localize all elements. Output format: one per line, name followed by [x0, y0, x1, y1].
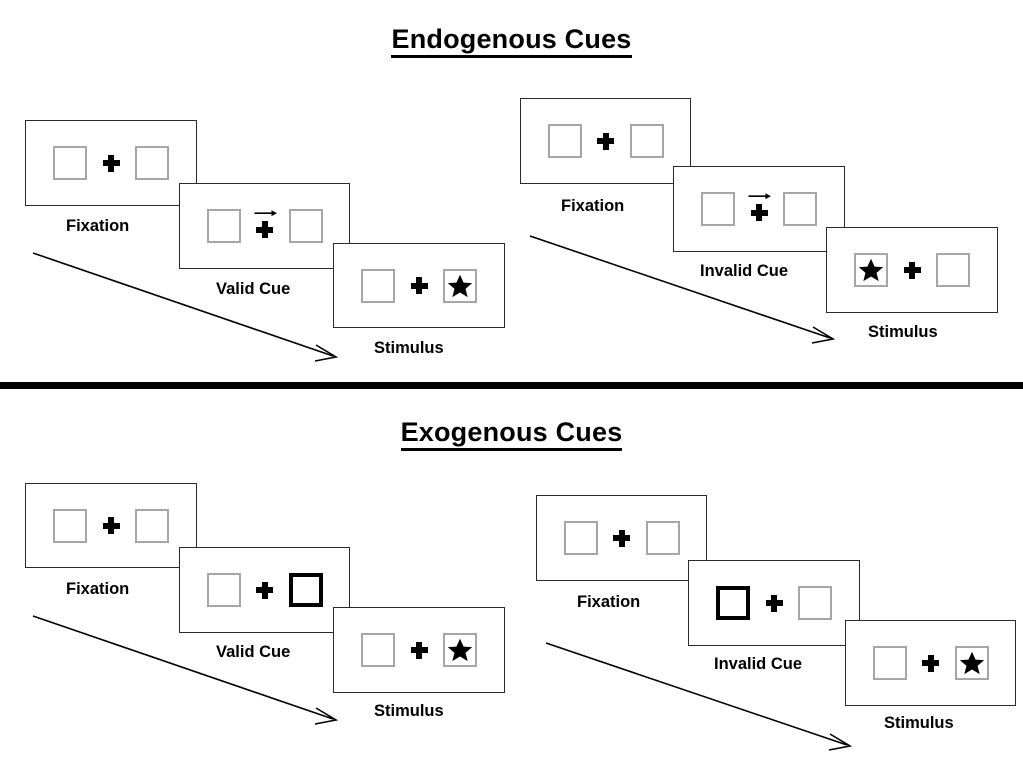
screen-content — [521, 99, 690, 183]
stage-label-endogenous-valid-cue: Valid Cue — [216, 280, 291, 298]
plus-cross-icon — [102, 154, 120, 172]
section-divider — [0, 382, 1023, 389]
plus-cross-icon — [410, 641, 428, 659]
stage-label-exogenous-valid-cue: Valid Cue — [216, 643, 291, 661]
stage-label-exogenous-invalid-stimulus: Stimulus — [884, 714, 954, 732]
fixation-slot — [612, 521, 632, 555]
placeholder-box-left — [206, 209, 241, 243]
fixation-slot — [255, 573, 275, 607]
placeholder-box-left — [872, 646, 907, 680]
fixation-slot — [748, 192, 771, 226]
screen-content — [180, 184, 349, 268]
fixation-slot — [409, 633, 429, 667]
placeholder-box-left — [361, 633, 395, 667]
screen-endogenous-valid-fixation[interactable] — [25, 120, 197, 206]
placeholder-box-left — [361, 268, 395, 303]
placeholder-box-left-with-star — [854, 253, 888, 287]
star-icon — [959, 651, 984, 675]
fixation-slot — [253, 209, 277, 243]
placeholder-box-right — [936, 253, 970, 287]
screen-endogenous-valid-stimulus[interactable] — [333, 243, 505, 328]
stage-label-exogenous-invalid-cue: Invalid Cue — [714, 655, 803, 673]
plus-cross-icon — [750, 204, 768, 221]
fixation-slot — [409, 269, 429, 303]
stage-label-endogenous-valid-fixation: Fixation — [66, 217, 130, 235]
arrow-right-icon — [253, 210, 277, 217]
placeholder-box-left — [53, 508, 87, 543]
section-title-exogenous: Exogenous Cues — [0, 417, 1023, 451]
screen-exogenous-valid-cue[interactable] — [179, 547, 350, 633]
fixation-slot — [921, 646, 941, 680]
fixation-slot — [101, 509, 121, 543]
section-title-endogenous: Endogenous Cues — [0, 24, 1023, 58]
placeholder-box-right-with-star — [443, 633, 477, 667]
diagonal-arrow-icon-exogenous-invalid — [545, 642, 853, 751]
plus-cross-icon — [102, 517, 120, 534]
screen-exogenous-invalid-cue[interactable] — [688, 560, 860, 646]
placeholder-box-right — [645, 521, 680, 555]
plus-cross-icon — [613, 529, 630, 547]
stage-label-exogenous-invalid-fixation: Fixation — [577, 593, 641, 611]
stage-label-endogenous-invalid-stimulus: Stimulus — [868, 323, 938, 341]
stage-label-endogenous-valid-stimulus: Stimulus — [374, 339, 444, 357]
screen-endogenous-invalid-fixation[interactable] — [520, 98, 691, 184]
placeholder-box-right — [135, 146, 169, 180]
section-title-exogenous-text: Exogenous Cues — [400, 417, 623, 451]
placeholder-box-left — [563, 521, 598, 555]
screen-content — [537, 496, 706, 580]
fixation-slot — [764, 586, 784, 620]
screen-exogenous-invalid-stimulus[interactable] — [845, 620, 1016, 706]
screen-endogenous-valid-cue[interactable] — [179, 183, 350, 269]
stage-label-exogenous-valid-stimulus: Stimulus — [374, 702, 444, 720]
stage-label-endogenous-invalid-fixation: Fixation — [561, 197, 625, 215]
screen-endogenous-invalid-stimulus[interactable] — [826, 227, 998, 313]
screen-content — [334, 608, 504, 692]
placeholder-box-right — [798, 586, 832, 620]
fixation-slot — [902, 253, 922, 287]
screen-content — [26, 121, 196, 205]
screen-content — [334, 244, 504, 327]
plus-cross-icon — [256, 581, 273, 599]
plus-cross-icon — [410, 277, 428, 294]
screen-exogenous-valid-fixation[interactable] — [25, 483, 197, 568]
screen-content — [26, 484, 196, 567]
fixation-slot — [101, 146, 121, 180]
section-title-endogenous-text: Endogenous Cues — [391, 24, 632, 58]
plus-cross-icon — [597, 132, 614, 150]
placeholder-box-left — [206, 573, 241, 607]
placeholder-box-right — [783, 192, 817, 226]
placeholder-box-left — [547, 124, 582, 158]
placeholder-box-left — [53, 146, 87, 180]
star-icon — [447, 638, 473, 662]
cued-box-left — [716, 586, 750, 620]
placeholder-box-right-with-star — [443, 268, 477, 303]
fixation-slot — [596, 124, 616, 158]
stage-label-exogenous-valid-fixation: Fixation — [66, 580, 130, 598]
placeholder-box-left — [701, 192, 735, 226]
screen-content — [689, 561, 859, 645]
placeholder-box-right-with-star — [954, 646, 989, 680]
placeholder-box-right — [629, 124, 664, 158]
plus-cross-icon — [903, 261, 921, 279]
plus-cross-icon — [765, 594, 783, 612]
plus-cross-icon — [256, 221, 273, 238]
screen-exogenous-valid-stimulus[interactable] — [333, 607, 505, 693]
placeholder-box-right — [288, 209, 323, 243]
placeholder-box-right — [135, 508, 169, 543]
screen-exogenous-invalid-fixation[interactable] — [536, 495, 707, 581]
stage-label-endogenous-invalid-cue: Invalid Cue — [700, 262, 789, 280]
screen-content — [674, 167, 844, 251]
screen-content — [180, 548, 349, 632]
arrow-right-icon — [748, 193, 771, 200]
screen-endogenous-invalid-cue[interactable] — [673, 166, 845, 252]
cued-box-right — [288, 573, 323, 607]
screen-content — [846, 621, 1015, 705]
plus-cross-icon — [922, 654, 939, 672]
screen-content — [827, 228, 997, 312]
star-icon — [858, 258, 884, 282]
star-icon — [447, 274, 473, 297]
